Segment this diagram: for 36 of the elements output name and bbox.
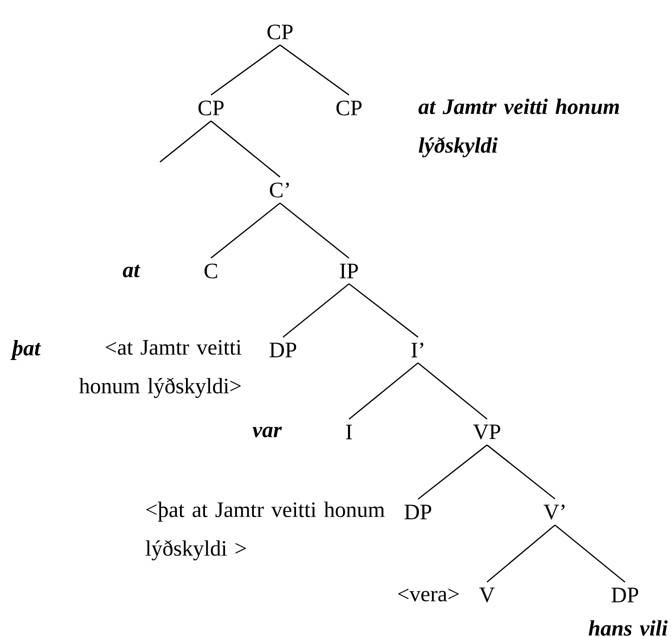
annotation-text: þat xyxy=(10,340,41,360)
category-label: DP xyxy=(404,504,432,520)
branch-line xyxy=(348,283,418,338)
branch-line xyxy=(210,202,280,258)
category-label: I xyxy=(346,424,352,440)
annotation-text: <þat at Jamtr veitti honum lýðskyldi > xyxy=(146,502,385,560)
branch-line xyxy=(210,44,280,96)
category-label: DP xyxy=(270,342,296,358)
category-label: VP xyxy=(473,424,500,440)
category-label: I’ xyxy=(411,342,424,358)
category-label: V xyxy=(479,588,495,602)
branch-line xyxy=(486,524,556,582)
branch-line xyxy=(160,120,212,162)
category-label: DP xyxy=(612,588,638,602)
branch-line xyxy=(210,120,280,178)
branch-line xyxy=(282,283,350,338)
category-label: CP xyxy=(336,100,362,116)
category-label: C xyxy=(204,264,218,278)
annotation-text: at Jamtr veitti honum lýðskyldi xyxy=(418,98,619,158)
category-label: IP xyxy=(340,264,358,278)
annotation-text: <at Jamtr veitti honum lýðskyldi> xyxy=(79,340,242,398)
branch-line xyxy=(280,202,350,259)
category-label: C’ xyxy=(270,182,289,198)
annotation-text: <vera> xyxy=(398,588,459,602)
branch-line xyxy=(348,362,418,420)
annotation-text: hans vili xyxy=(588,620,668,636)
category-label: CP xyxy=(267,24,293,40)
branch-line xyxy=(418,362,488,420)
branch-line xyxy=(486,444,556,500)
branch-line xyxy=(418,444,488,500)
category-label: CP xyxy=(198,100,224,116)
annotation-text: at xyxy=(122,264,140,278)
branch-line xyxy=(280,44,350,96)
annotation-text: var xyxy=(252,426,282,438)
branch-line xyxy=(554,524,626,583)
category-label: V’ xyxy=(544,504,564,520)
